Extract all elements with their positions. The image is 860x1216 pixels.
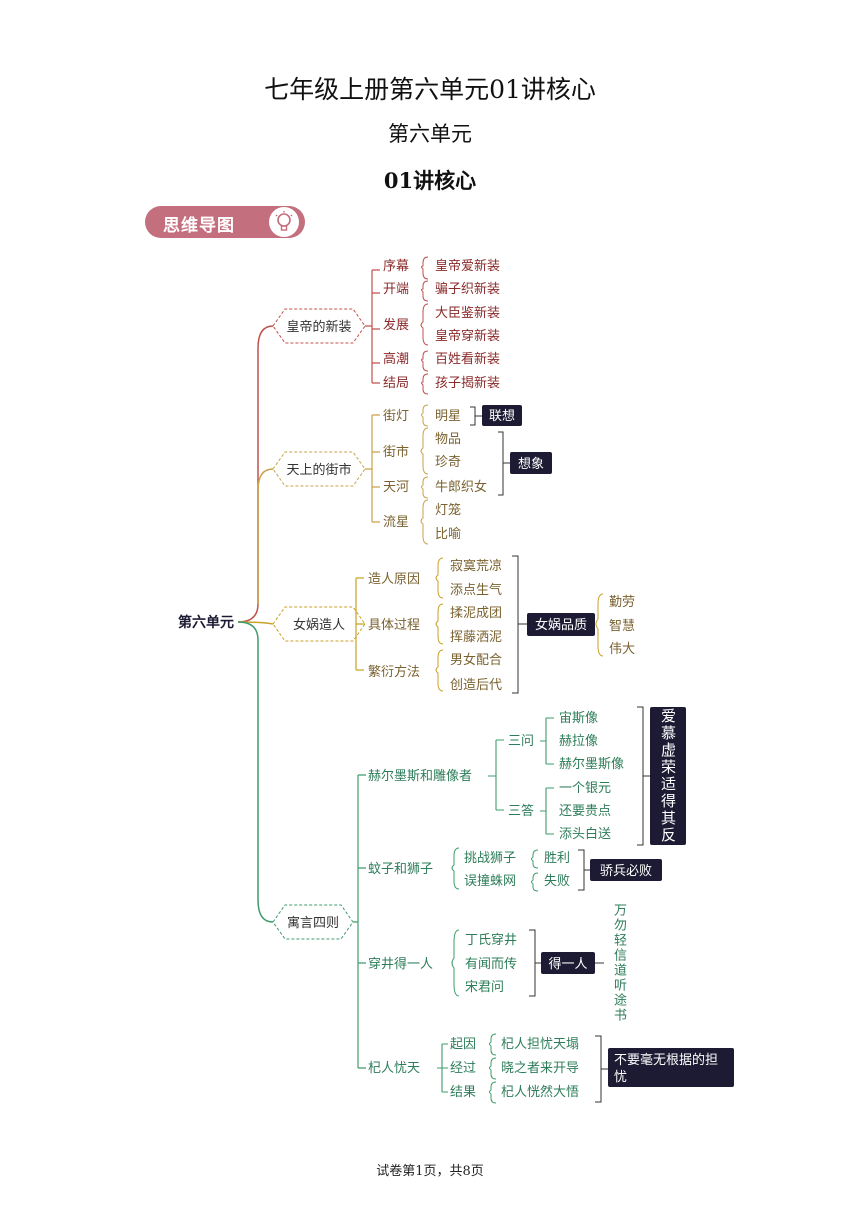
fable-qi-enlighten: 晓之者来开导	[501, 1061, 579, 1076]
b3-key-cause: 造人原因	[368, 572, 420, 587]
badge-label: 思维导图	[163, 216, 235, 236]
b3-value-mud: 揉泥成团	[450, 606, 502, 621]
b2-box-imagination	[510, 452, 552, 474]
fable-qi-title: 杞人忧天	[368, 1061, 420, 1076]
fable-well-dig: 丁氏穿井	[465, 932, 517, 948]
b2-key-meteor: 流星	[383, 515, 409, 530]
fable-qi-moral-line1: 不要毫无根据的担	[614, 1052, 718, 1068]
fable-mosquito-challenge: 挑战狮子	[464, 851, 516, 866]
b1-value-1: 皇帝爱新装	[435, 258, 500, 274]
fable-hermes-zeus: 宙斯像	[559, 711, 598, 726]
b3-value-pair: 男女配合	[450, 652, 502, 668]
b1-value-4: 皇帝穿新装	[435, 328, 500, 344]
branch-emperor-title: 皇帝的新装	[286, 319, 351, 335]
fable-hermes-moral: 爱慕虚荣适得其反	[659, 708, 677, 844]
fable-hermes-moral-box	[650, 707, 686, 845]
b1-value-6: 孩子揭新装	[435, 375, 500, 391]
b1-key-ending: 结局	[383, 376, 409, 391]
fable-mosquito-defeat: 失败	[544, 874, 570, 889]
branch-nuwa-node	[272, 606, 366, 642]
b1-value-2: 骗子织新装	[435, 281, 500, 297]
b2-value-lantern: 灯笼	[435, 502, 461, 518]
b1-key-development: 发展	[383, 317, 409, 333]
b2-value-metaphor: 比喻	[435, 527, 461, 542]
mind-map: 第六单元 皇帝的新装 序幕 开端 发展 高潮 结局 皇帝爱新装 骗子织新装 大臣…	[178, 256, 734, 1104]
b2-key-streetlamp: 街灯	[383, 409, 409, 424]
fable-hermes-pricier: 还要贵点	[559, 804, 611, 819]
b2-value-cowherd: 牛郎织女	[435, 479, 487, 495]
fable-mosquito-moral: 骄兵必败	[600, 864, 652, 879]
fable-mosquito-title: 蚊子和狮子	[368, 862, 433, 877]
lightbulb-icon	[269, 207, 299, 237]
fable-hermes-one-coin: 一个银元	[559, 781, 611, 796]
b2-value-treasure: 珍奇	[435, 454, 461, 470]
mind-map-badge: 思维导图	[145, 206, 305, 238]
branch-sky-market-title: 天上的街市	[286, 462, 351, 478]
b2-value-goods: 物品	[435, 432, 461, 447]
fable-mosquito-moral-box	[590, 859, 662, 881]
fable-well-title: 穿井得一人	[368, 956, 433, 972]
b2-box-association-label: 联想	[489, 408, 515, 424]
fable-qi-key-result: 结果	[450, 1085, 476, 1100]
fable-well-king: 宋君问	[465, 980, 504, 995]
fable-well-moral: 万勿轻信道听途书	[611, 903, 626, 1023]
branch-emperor-node	[272, 308, 366, 344]
branch-nuwa-title: 女娲造人	[293, 617, 345, 633]
fable-qi-key-cause: 起因	[450, 1037, 476, 1052]
fable-mosquito-victory: 胜利	[544, 851, 570, 866]
fable-mosquito-web: 误撞蛛网	[464, 874, 516, 889]
fable-hermes-key-questions: 三问	[508, 734, 534, 749]
lesson-heading: 01讲核心	[383, 168, 477, 193]
b3-value-offspring: 创造后代	[450, 678, 502, 693]
fable-hermes-hermes: 赫尔墨斯像	[559, 757, 624, 772]
fable-qi-realize: 杞人恍然大悟	[501, 1084, 579, 1100]
b1-value-3: 大臣鉴新装	[435, 305, 500, 321]
fable-well-box	[541, 952, 595, 974]
fable-qi-worry: 杞人担忧天塌	[501, 1037, 579, 1052]
fable-qi-moral-box	[608, 1048, 734, 1087]
fable-hermes-hera: 赫拉像	[559, 734, 598, 749]
unit-heading: 第六单元	[388, 122, 472, 146]
page-footer: 试卷第1页，共8页	[376, 1164, 484, 1179]
b1-key-beginning: 开端	[383, 282, 409, 297]
b1-key-prologue: 序幕	[383, 259, 409, 274]
root-node: 第六单元	[178, 614, 234, 631]
b3-box-quality	[527, 613, 595, 636]
b3-quality-diligent: 勤劳	[609, 594, 635, 610]
document-title: 七年级上册第六单元01讲核心	[264, 75, 596, 104]
b3-key-reproduce: 繁衍方法	[368, 664, 420, 680]
b3-box-quality-label: 女娲品质	[535, 617, 587, 633]
branch-sky-market-node	[272, 451, 366, 487]
b3-quality-great: 伟大	[609, 642, 635, 657]
fable-qi-moral-line2: 忧	[614, 1070, 627, 1085]
fable-hermes-free: 添头白送	[559, 826, 611, 842]
b1-key-climax: 高潮	[383, 351, 409, 367]
branch-fables-title: 寓言四则	[287, 915, 339, 931]
b3-value-vitality: 添点生气	[450, 582, 502, 598]
b2-key-market: 街市	[383, 444, 409, 460]
fable-hermes-title: 赫尔墨斯和雕像者	[368, 769, 472, 784]
fable-hermes-key-answers: 三答	[508, 803, 534, 819]
b1-value-5: 百姓看新装	[435, 351, 500, 367]
fable-well-spread: 有闻而传	[465, 957, 517, 972]
fable-qi-key-process: 经过	[450, 1061, 476, 1076]
b3-key-process: 具体过程	[368, 618, 420, 633]
b2-box-imagination-label: 想象	[518, 456, 544, 472]
b3-value-vine: 挥藤洒泥	[450, 630, 502, 645]
b3-value-lonely: 寂寞荒凉	[450, 558, 502, 574]
b2-box-association	[482, 405, 522, 426]
b2-value-star: 明星	[435, 409, 461, 424]
b2-key-river: 天河	[383, 480, 409, 495]
b3-quality-wise: 智慧	[609, 618, 635, 634]
fable-well-box-label: 得一人	[548, 956, 587, 972]
